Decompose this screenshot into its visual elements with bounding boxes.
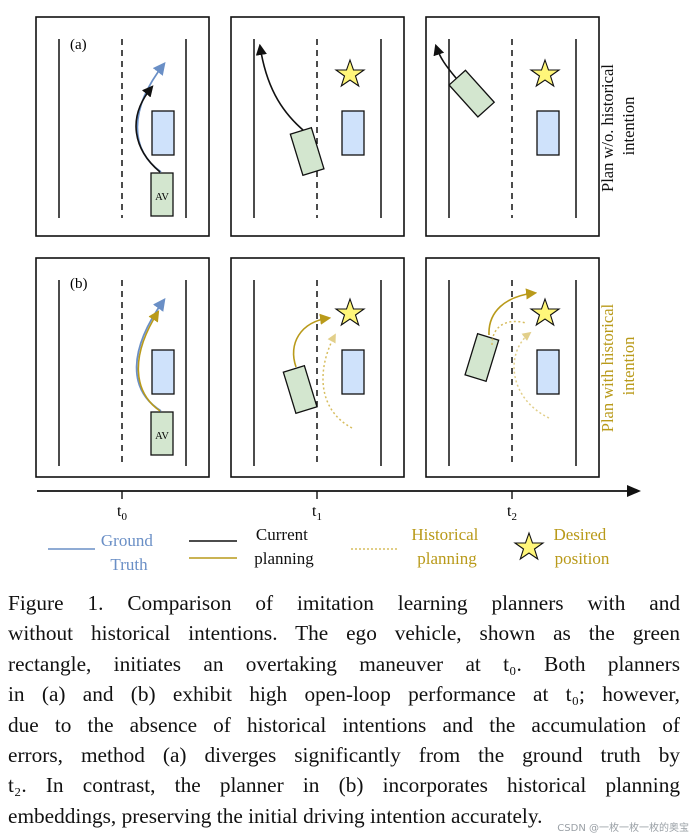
- watermark: CSDN @一枚一枚一枚的奥宝: [557, 823, 689, 834]
- row-b-side-label: Plan with historical intention: [598, 300, 638, 432]
- ego-vehicle: [448, 69, 496, 118]
- panel-a-t1: [230, 16, 405, 237]
- row-b-side-label-line2: intention: [619, 337, 638, 396]
- obstacle-vehicle: [151, 349, 175, 395]
- current-planning-path: [433, 43, 457, 79]
- ego-vehicle: [150, 172, 174, 217]
- caption-line: rectangle, initiates an overtaking maneu…: [8, 651, 680, 676]
- desired-position-star: [334, 58, 366, 88]
- caption-line: due to the absence of historical intenti…: [8, 712, 680, 737]
- obstacle-vehicle: [341, 349, 365, 395]
- legend-desired-position-label: Desired position: [553, 525, 610, 568]
- panel-a-label: (a): [70, 37, 87, 53]
- row-b-side-label-line1: Plan with historical: [598, 303, 617, 432]
- current-planning-path: [137, 310, 161, 412]
- caption-line: without historical intentions. The ego v…: [8, 621, 680, 646]
- caption-line: t₂. In contrast, the planner in (b) inco…: [8, 773, 680, 798]
- historical-planning-path: [322, 333, 353, 429]
- panel-b-label: (b): [70, 276, 88, 292]
- panel-b-t1: [230, 257, 405, 478]
- t2-label: t2: [507, 503, 517, 523]
- av-label: AV: [155, 192, 169, 203]
- current-planning-path: [135, 85, 161, 173]
- panel-b-t2: [425, 257, 600, 478]
- current-planning-path: [292, 313, 332, 368]
- obstacle-vehicle: [536, 349, 560, 395]
- current-planning-path: [255, 43, 304, 131]
- legend: Ground Truth Current planning Historical…: [48, 525, 610, 574]
- caption-line: errors, method (a) diverges significantl…: [8, 743, 680, 768]
- t0-label: t0: [117, 503, 127, 523]
- desired-position-star: [529, 58, 561, 88]
- ego-vehicle: [282, 364, 318, 415]
- obstacle-vehicle: [536, 110, 560, 156]
- timeline: t0 t1 t2: [37, 485, 641, 523]
- row-a-side-label-line2: intention: [619, 97, 638, 156]
- historical-planning-path: [513, 331, 550, 419]
- legend-ground-truth-label: Ground Truth: [101, 531, 157, 574]
- ego-vehicle: [464, 332, 500, 383]
- panel-b-t0: (b) AV: [35, 257, 210, 478]
- panel-a-t2: [425, 16, 600, 237]
- obstacle-vehicle: [151, 110, 175, 156]
- comparison-figure: (a) AV Plan w/o. historical intention: [35, 16, 641, 574]
- ego-vehicle: [289, 126, 325, 177]
- caption-line: in (a) and (b) exhibit high open-loop pe…: [8, 682, 680, 707]
- t1-label: t1: [312, 503, 322, 523]
- row-a-side-label: Plan w/o. historical intention: [598, 60, 638, 192]
- caption-line: embeddings, preserving the initial drivi…: [8, 803, 543, 828]
- current-planning-path: [488, 288, 538, 336]
- obstacle-vehicle: [341, 110, 365, 156]
- panel-a-t0: (a) AV: [35, 16, 210, 237]
- legend-star-icon: [513, 531, 545, 561]
- av-label: AV: [155, 431, 169, 442]
- desired-position-star: [334, 297, 366, 327]
- figure-caption: Figure 1. Comparison of imitation learni…: [8, 588, 680, 831]
- legend-historical-planning-label: Historical planning: [411, 525, 482, 568]
- ego-vehicle: [150, 411, 174, 456]
- legend-current-planning-label: Current planning: [254, 525, 314, 568]
- desired-position-star: [529, 297, 561, 327]
- caption-line: Figure 1. Comparison of imitation learni…: [8, 591, 680, 615]
- historical-planning-path: [491, 320, 527, 346]
- row-a-side-label-line1: Plan w/o. historical: [598, 64, 617, 192]
